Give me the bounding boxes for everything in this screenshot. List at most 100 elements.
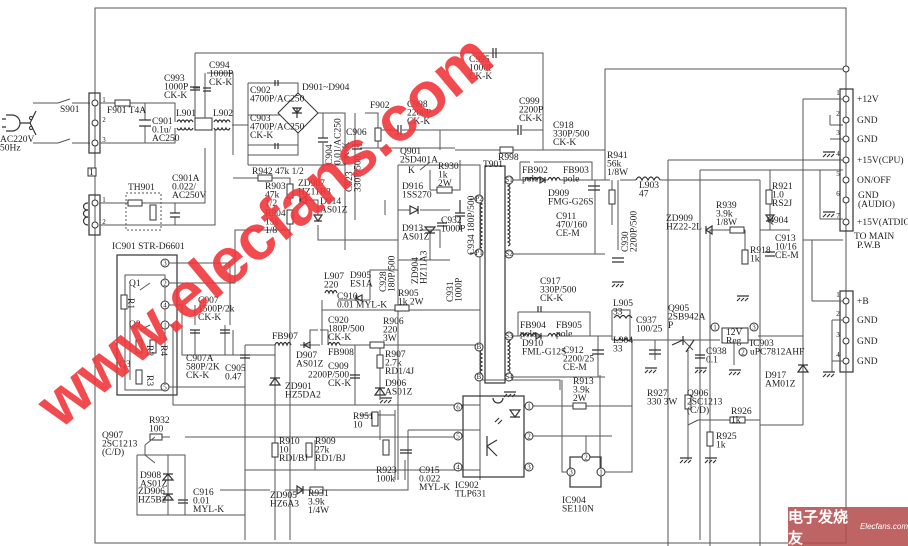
label-line: R925 [716,432,737,442]
ic902-pin-number: 3 [527,464,531,472]
connector-ac-pin-number: 3 [102,136,106,144]
label-line: 2SC1213 [687,398,723,408]
label-line: CE-M [775,251,799,261]
label-line: 220 [383,326,398,336]
light-emission-icon [494,417,503,425]
label-line: HZ5DA2 [285,391,321,401]
label-l901: L901 [176,109,196,119]
label-line: 2SC1213 [102,440,138,450]
wire [758,240,847,543]
label-line: IC904 [562,496,586,506]
t901-pin [504,331,514,341]
label-line: C928 [379,271,389,292]
label-r998: R998 [498,153,519,163]
label-line: R951 [353,412,374,422]
label-line: 1000P [441,225,465,235]
t901-pin-label: S3 [505,332,513,340]
zener-zd907-symbol [298,194,307,206]
label-line: 100 [149,425,164,435]
label-line: C912 [563,346,584,356]
label-line: FB908 [328,348,354,358]
ic903-pin-number: 3 [752,324,756,332]
label-line: 1k [750,255,760,265]
label-line: IC901 STR-D6601 [112,242,185,252]
label-line: 2200P [407,109,431,119]
label-line: 2200/25 [563,355,594,365]
resistor-r907-symbol [376,354,384,369]
terminal-icon [842,65,850,73]
inductor-symbol [274,289,341,347]
label-line: L905 [613,299,633,309]
label-r1: R1 [125,298,135,309]
connector-b-terminals [842,297,850,365]
resistor-r910-symbol [271,442,279,458]
t901-pin [504,175,514,185]
label-line: 0.47 [225,373,242,383]
label-line: 330 3W [647,398,677,408]
label-line: C913 [775,234,796,244]
resistor-r2-symbol [135,339,143,354]
label-line: 2SD401A [400,156,438,166]
label-line: AC220V [0,135,34,145]
label-c934: C934 180P/500 [467,195,477,255]
label-r3: R3 [144,375,154,386]
label-c906: C906 [346,128,367,138]
label-line: AC250 [152,134,180,144]
wire [440,52,543,131]
ground-icon [379,151,835,464]
wire [232,82,346,240]
label-line: R903 [265,182,286,192]
ic901-pin-number: 1 [163,322,167,330]
label-line: D906 [385,379,406,389]
label-line: ZD909 [666,214,693,224]
label-line: 2W [438,179,452,189]
label-line: AC250V [172,191,206,201]
label-line: (C/D) [102,447,124,458]
label-line: 1.0 [772,191,784,201]
ic902-body [462,395,525,478]
label-fb907: FB907 [272,332,298,342]
label-line: ZD901 [285,382,312,392]
label-line: 1/8W [716,218,737,228]
ic902-pin-number: 6 [456,404,460,412]
label-line: R1 [125,298,135,309]
resistor-r909-symbol [305,442,313,458]
connector-b-pin-number: 2 [836,310,840,318]
label-line: D907 [296,351,317,361]
label-line: D913 [402,224,423,234]
label-line: C923 [345,171,355,192]
label-line: S901 [60,105,80,115]
resistor-r941-symbol [608,189,616,205]
resistor-r3-symbol [135,369,143,385]
label-line: 0.01 MYL-K [337,301,387,311]
label-line: F901 T4A [107,106,146,116]
label-line: R910 [279,437,300,447]
label-line: C934 180P/500 [467,195,477,255]
ic903-pins [710,322,759,357]
label-line: FMG-G26S [548,198,593,208]
label-line: HZ22-2L [666,223,702,233]
connector-main-caption: TO MAIN [854,232,894,242]
label-ic901: IC901 STR-D6601 [112,242,185,252]
label-q901k: K [408,166,415,176]
ic904-pin-number: 2 [584,454,588,462]
label-line: 47 [639,190,649,200]
ic901-pin-number: 2 [163,280,167,288]
label-line: CK-K [407,117,430,127]
